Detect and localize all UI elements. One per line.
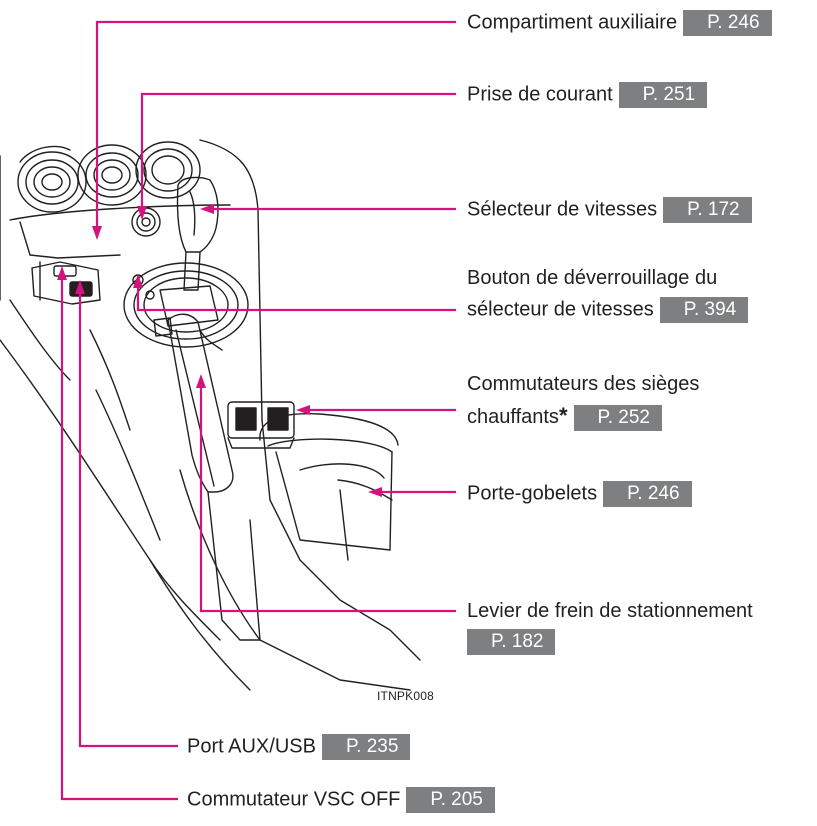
power-outlet-callout-line	[140, 92, 456, 208]
arrowhead-seat-heater	[296, 405, 310, 415]
arrowhead-aux-usb	[75, 280, 85, 294]
left-switch-panel	[0, 261, 221, 641]
callout-lines	[60, 20, 456, 801]
power-outlet-label: Prise de courant	[467, 83, 613, 106]
shift-lever-page-ref[interactable]: P. 172	[663, 197, 752, 223]
aux-compartment-callout-line	[95, 20, 456, 228]
vsc-off-page-ref[interactable]: P. 205	[406, 787, 495, 813]
callout-shift-lock-release: Bouton de déverrouillage du sélecteur de…	[467, 266, 749, 323]
shift-lock-label-line1: Bouton de déverrouillage du	[467, 267, 718, 289]
parking-brake-callout-line	[199, 385, 456, 613]
seat-heater-shape	[227, 401, 295, 449]
callout-seat-heater-switches: Commutateurs des sièges chauffants*P. 25…	[467, 372, 699, 431]
dashboard-vents	[0, 139, 263, 421]
aux-usb-callout-line	[78, 292, 178, 748]
seat-heater-label-line2: chauffants	[467, 406, 559, 428]
power-outlet-shape	[131, 207, 161, 237]
cup-holders-label: Porte-gobelets	[467, 482, 598, 505]
parking-brake-label: Levier de frein de stationnement	[467, 600, 753, 622]
power-outlet-page-ref[interactable]: P. 251	[618, 82, 708, 108]
parking-brake-page-ref[interactable]: P. 182	[467, 629, 556, 655]
shift-lock-callout-line	[136, 286, 456, 312]
aux-compartment-label: Compartiment auxiliaire	[467, 11, 678, 34]
arrowhead-vsc-off	[57, 266, 67, 280]
aux-compartment-page-ref[interactable]: P. 246	[683, 10, 772, 36]
aux-usb-page-ref[interactable]: P. 235	[321, 734, 411, 760]
cup-holders-page-ref[interactable]: P. 246	[603, 481, 692, 507]
cup-holder-shape	[259, 413, 399, 561]
shift-lever-label: Sélecteur de vitesses	[467, 198, 658, 221]
callout-parking-brake: Levier de frein de stationnement P. 182	[467, 599, 753, 655]
shift-lock-label-line2: sélecteur de vitesses	[467, 298, 654, 321]
vsc-off-callout-line	[60, 278, 178, 801]
seat-heater-page-ref[interactable]: P. 252	[573, 404, 662, 431]
asterisk-note-icon: *	[558, 403, 568, 428]
arrowhead-power-outlet	[137, 206, 147, 220]
arrowhead-shift-lock	[133, 274, 143, 288]
seat-heater-label-line1: Commutateurs des sièges	[467, 373, 700, 395]
arrowhead-aux-compartment	[92, 226, 102, 240]
arrowhead-shift-lever	[200, 204, 214, 214]
vsc-off-label: Commutateur VSC OFF	[187, 788, 401, 811]
arrowhead-parking-brake	[196, 374, 206, 388]
shift-gate	[123, 262, 249, 348]
callout-arrowheads	[57, 204, 382, 497]
arrowhead-cup-holders	[368, 487, 382, 497]
figure-code: ITNPK008	[377, 689, 434, 703]
shift-lock-page-ref[interactable]: P. 394	[659, 297, 749, 323]
parking-brake-shape	[167, 313, 261, 641]
aux-usb-label: Port AUX/USB	[187, 735, 316, 758]
